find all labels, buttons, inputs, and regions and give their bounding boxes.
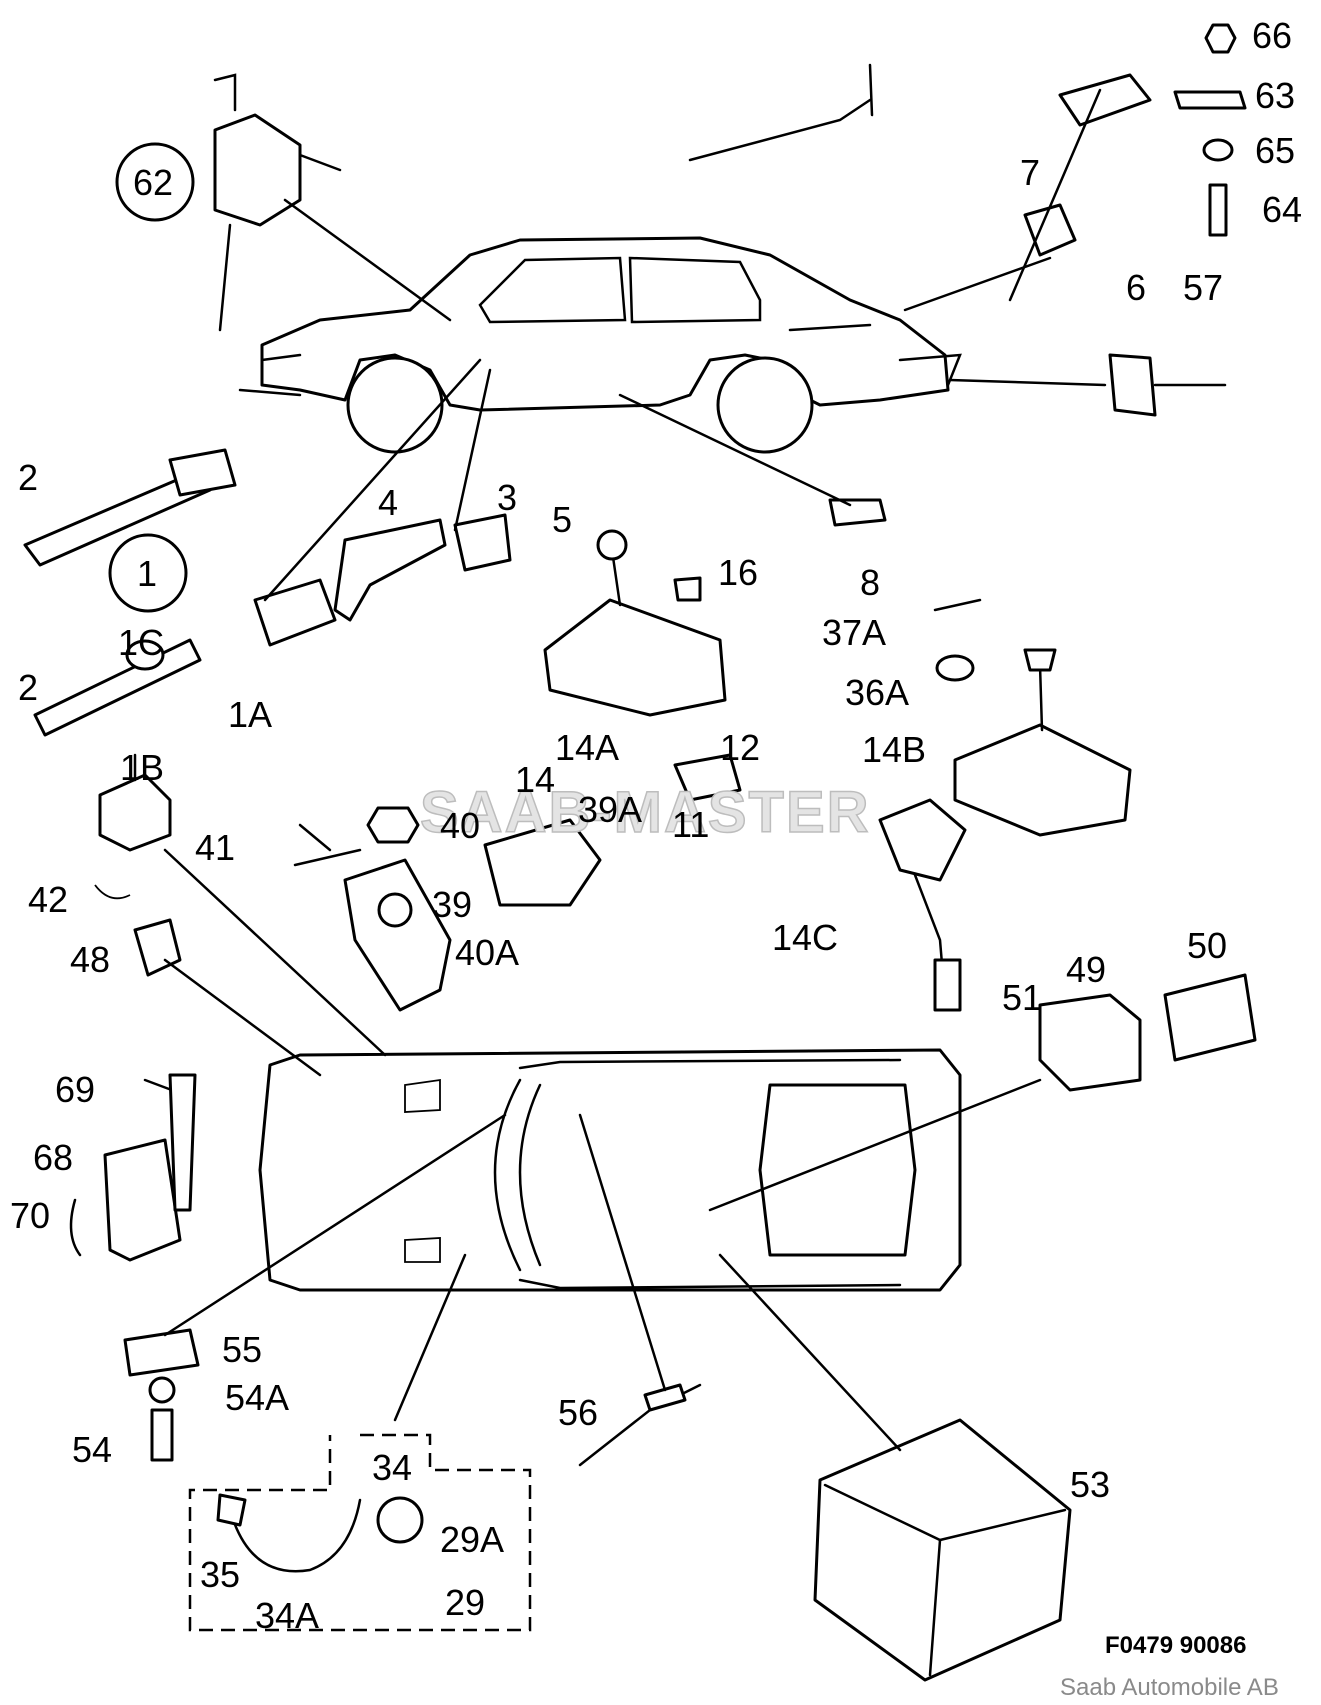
callout-label: 14 xyxy=(515,759,555,800)
callout-label: 16 xyxy=(718,552,758,593)
callout-label: 53 xyxy=(1070,1464,1110,1505)
callout-label: 42 xyxy=(28,879,68,920)
callout-label: 41 xyxy=(195,827,235,868)
watermark: SAAB-MASTER xyxy=(420,780,871,845)
callout-label: 55 xyxy=(222,1329,262,1370)
callout-label: 65 xyxy=(1255,130,1295,171)
parts xyxy=(23,23,1257,1682)
callout-label: 1A xyxy=(228,694,272,735)
callout-label: 1B xyxy=(120,747,164,788)
callout-label: 34 xyxy=(372,1447,412,1488)
callout-label: 51 xyxy=(1002,977,1042,1018)
callout-label: 7 xyxy=(1020,152,1040,193)
callout-label: 2 xyxy=(18,667,38,708)
credit-text: Saab Automobile AB xyxy=(1060,1674,1279,1701)
callout-label: 8 xyxy=(860,562,880,603)
callout-label: 6 xyxy=(1126,267,1146,308)
car-top-view xyxy=(258,1048,962,1292)
callout-label: 3 xyxy=(497,477,517,518)
callout-label: 64 xyxy=(1262,189,1302,230)
callout-label: 48 xyxy=(70,939,110,980)
callout-label: 40 xyxy=(440,805,480,846)
callout-label: 14C xyxy=(772,917,838,958)
callout-label: 29 xyxy=(445,1582,485,1623)
callout-label: 14B xyxy=(862,729,926,770)
callout-label: 40A xyxy=(455,932,519,973)
callout-label: 12 xyxy=(720,727,760,768)
callout-label: 4 xyxy=(378,482,398,523)
callout-label: 2 xyxy=(18,457,38,498)
callout-label: 37A xyxy=(822,612,886,653)
callout-label: 54A xyxy=(225,1377,289,1418)
callout-label: 63 xyxy=(1255,75,1295,116)
leader-lines xyxy=(163,88,1107,1452)
figure-code: F0479 90086 xyxy=(1105,1632,1246,1659)
callout-labels: 66 63 65 64 62 7 6 57 2 1 3 4 5 8 16 37A… xyxy=(10,15,1302,1636)
callout-label: 57 xyxy=(1183,267,1223,308)
callout-label: 56 xyxy=(558,1392,598,1433)
callout-label: 39A xyxy=(578,789,642,830)
callout-label: 5 xyxy=(552,499,572,540)
encircled-callout-62 xyxy=(115,142,195,222)
callout-label: 69 xyxy=(55,1069,95,1110)
callout-label: 62 xyxy=(133,162,173,203)
callout-label: 54 xyxy=(72,1429,112,1470)
callout-label: 39 xyxy=(432,884,472,925)
callout-label: 14A xyxy=(555,727,619,768)
callout-label: 68 xyxy=(33,1137,73,1178)
callout-label: 1 xyxy=(137,553,157,594)
callout-label: 34A xyxy=(255,1595,319,1636)
car-side-view xyxy=(238,236,962,454)
encircled-callout-1 xyxy=(108,533,188,613)
callout-label: 1C xyxy=(118,622,164,663)
callout-label: 35 xyxy=(200,1554,240,1595)
callout-label: 11 xyxy=(672,804,709,845)
callout-label: 36A xyxy=(845,672,909,713)
callout-label: 29A xyxy=(440,1519,504,1560)
callout-label: 66 xyxy=(1252,15,1292,56)
callout-label: 50 xyxy=(1187,925,1227,966)
callout-label: 70 xyxy=(10,1195,50,1236)
callout-label: 49 xyxy=(1066,949,1106,990)
